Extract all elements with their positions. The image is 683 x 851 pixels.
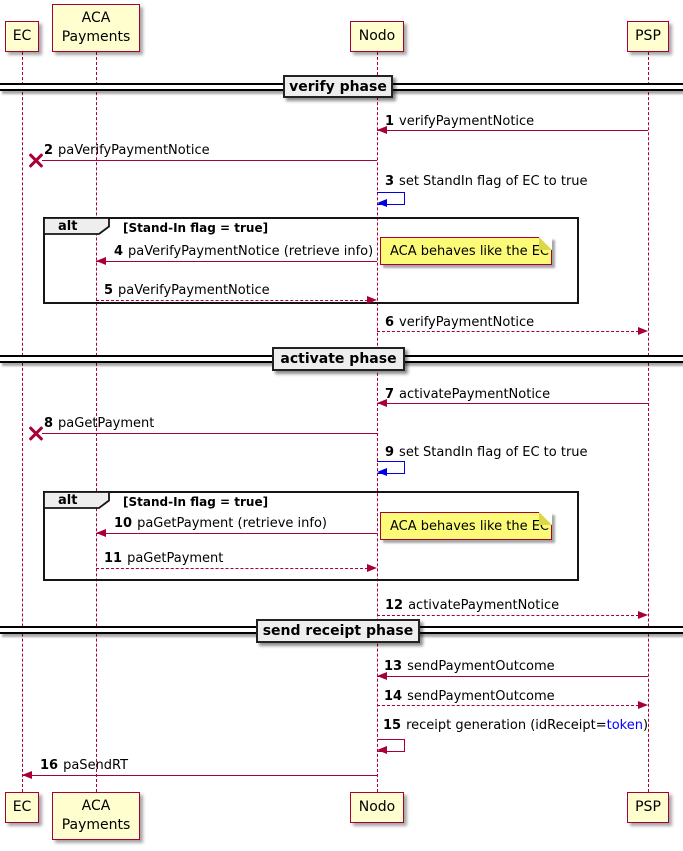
arrowhead-left-icon <box>377 468 387 476</box>
self-message-loop <box>377 739 405 752</box>
participant-aca-top: ACA Payments <box>52 4 140 52</box>
self-message-loop <box>377 461 405 474</box>
arrowhead-left-icon <box>22 771 32 779</box>
lifeline-psp <box>648 52 649 792</box>
note-text: ACA behaves like the EC <box>390 518 549 534</box>
arrowhead-right-icon <box>638 701 648 709</box>
alt-condition: [Stand-In flag = true] <box>123 495 269 509</box>
arrowhead-right-icon <box>638 327 648 335</box>
arrowhead-left-icon <box>96 529 106 537</box>
participant-ec-top: EC <box>5 21 39 52</box>
message-10-line <box>96 533 377 534</box>
participant-psp-bottom: PSP <box>627 792 669 823</box>
arrowhead-left-icon <box>96 257 106 265</box>
participant-label: ACA Payments <box>61 10 131 45</box>
arrowhead-left-icon <box>377 199 387 207</box>
note-fold-icon <box>539 237 552 250</box>
alt-fragment-verify: alt [Stand-In flag = true] <box>43 217 579 304</box>
participant-ec-bottom: EC <box>5 792 39 823</box>
alt-header-pentagon <box>43 217 110 235</box>
message-16-line <box>22 775 377 776</box>
divider-label-text: activate phase <box>280 351 397 367</box>
message-8-line <box>42 433 377 434</box>
message-12-line <box>377 615 639 616</box>
participant-label: Nodo <box>358 28 396 45</box>
message-1-line <box>377 130 648 131</box>
arrowhead-right-icon <box>367 296 377 304</box>
alt-keyword: alt <box>58 493 78 508</box>
alt-header-pentagon <box>43 491 110 509</box>
lifeline-nodo <box>377 52 378 792</box>
participant-label: Nodo <box>358 799 396 816</box>
alt-fragment-activate: alt [Stand-In flag = true] <box>43 491 579 581</box>
message-6-line <box>377 331 639 332</box>
participant-label: PSP <box>635 28 661 45</box>
token-link-text: token <box>606 718 643 733</box>
arrowhead-left-icon <box>377 746 387 754</box>
divider-label-text: send receipt phase <box>262 623 414 639</box>
participant-label: EC <box>12 28 32 45</box>
message-5-line <box>96 300 368 301</box>
self-message-loop <box>377 192 405 205</box>
participant-psp-top: PSP <box>627 21 669 52</box>
note-aca-behaves-1: ACA behaves like the EC <box>380 237 552 265</box>
arrowhead-right-icon <box>367 564 377 572</box>
message-4-line <box>96 261 377 262</box>
participant-label: PSP <box>635 799 661 816</box>
note-fold-icon <box>539 512 552 525</box>
divider-label-text: verify phase <box>289 78 387 95</box>
alt-condition: [Stand-In flag = true] <box>123 221 269 235</box>
participant-label: EC <box>12 799 32 816</box>
lost-message-x-icon <box>28 425 44 441</box>
divider-activate-phase: activate phase <box>272 347 405 371</box>
participant-nodo-top: Nodo <box>350 21 404 52</box>
message-2-line <box>42 160 377 161</box>
arrowhead-left-icon <box>377 126 387 134</box>
lifeline-aca <box>96 52 97 792</box>
message-14-line <box>377 705 639 706</box>
arrowhead-left-icon <box>377 672 387 680</box>
divider-verify-phase: verify phase <box>283 75 393 98</box>
alt-keyword: alt <box>58 219 78 234</box>
arrowhead-right-icon <box>638 611 648 619</box>
message-13-line <box>377 676 648 677</box>
participant-aca-bottom: ACA Payments <box>52 792 140 840</box>
note-text: ACA behaves like the EC <box>390 243 549 259</box>
arrowhead-left-icon <box>377 399 387 407</box>
lifeline-ec <box>22 52 23 792</box>
message-11-line <box>96 568 368 569</box>
participant-nodo-bottom: Nodo <box>350 792 404 823</box>
lost-message-x-icon <box>28 152 44 168</box>
divider-send-receipt-phase: send receipt phase <box>256 619 420 643</box>
message-7-line <box>377 403 648 404</box>
participant-label: ACA Payments <box>61 798 131 833</box>
note-aca-behaves-2: ACA behaves like the EC <box>380 512 552 540</box>
